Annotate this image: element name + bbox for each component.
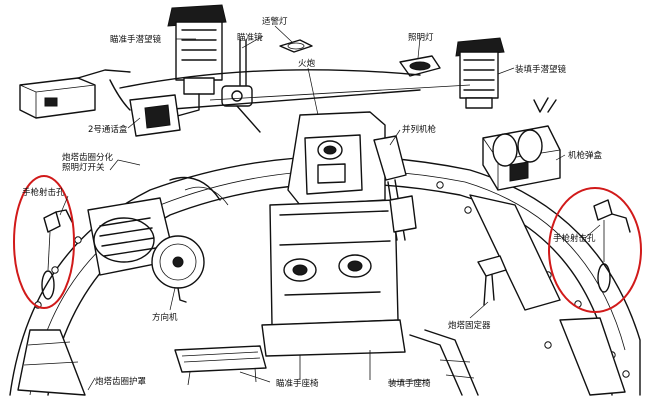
label-turret-ring-switch: 炮塔齿圈分化照明灯开关 bbox=[62, 152, 114, 173]
label-coax-mg: 并列机枪 bbox=[402, 124, 437, 135]
label-aiming-scope: 瞄准镜 bbox=[237, 32, 263, 43]
radio-box bbox=[19, 69, 131, 119]
label-intercom-box: 2号通话盒 bbox=[88, 124, 128, 135]
label-ring-guard: 炮塔齿圈护罩 bbox=[95, 376, 147, 387]
labels: 瞄准手潜望镜 瞄准镜 适警灯 火炮 照明灯 装填手潜望镜 2号通话盒 并列机枪 … bbox=[22, 16, 603, 389]
turret-roof bbox=[119, 69, 471, 111]
label-pistol-port-left: 手枪射击孔 bbox=[22, 187, 65, 198]
pistol-port-left bbox=[41, 209, 73, 300]
spare-lamp-icon bbox=[279, 39, 313, 53]
mg-ammo-box bbox=[482, 97, 561, 191]
turret-lock bbox=[477, 255, 507, 306]
label-mg-ammo-box: 机枪弹盒 bbox=[568, 150, 603, 161]
lighting-lamp-icon bbox=[399, 55, 441, 77]
intercom-box-2 bbox=[109, 79, 181, 137]
aiming-scope bbox=[221, 39, 261, 133]
gunner-seat bbox=[174, 345, 267, 386]
highlight-pistol-port-left bbox=[13, 175, 75, 309]
label-turret-lock: 炮塔固定器 bbox=[448, 320, 491, 331]
label-loader-periscope: 装填手潜望镜 bbox=[515, 64, 567, 75]
traverse-mechanism bbox=[87, 176, 229, 303]
coaxial-mg bbox=[373, 135, 417, 241]
leader-lines bbox=[59, 25, 601, 391]
pistol-port-right bbox=[593, 199, 631, 293]
gunner-periscope bbox=[167, 4, 227, 119]
loader-seat bbox=[409, 329, 479, 396]
loader-periscope bbox=[455, 37, 505, 109]
highlight-pistol-port-right bbox=[548, 187, 642, 313]
label-traverse-gear: 方向机 bbox=[152, 312, 178, 323]
label-gunner-sight: 瞄准手潜望镜 bbox=[110, 34, 162, 45]
label-main-gun: 火炮 bbox=[298, 58, 316, 69]
main-gun-breech bbox=[261, 111, 406, 380]
label-loader-seat: 装填手座椅 bbox=[388, 378, 431, 389]
label-gunner-seat: 瞄准手座椅 bbox=[276, 378, 319, 389]
label-spare-lamp: 适警灯 bbox=[262, 16, 288, 27]
label-lighting-lamp: 照明灯 bbox=[408, 32, 434, 43]
label-pistol-port-right: 手枪射击孔 bbox=[553, 233, 596, 244]
